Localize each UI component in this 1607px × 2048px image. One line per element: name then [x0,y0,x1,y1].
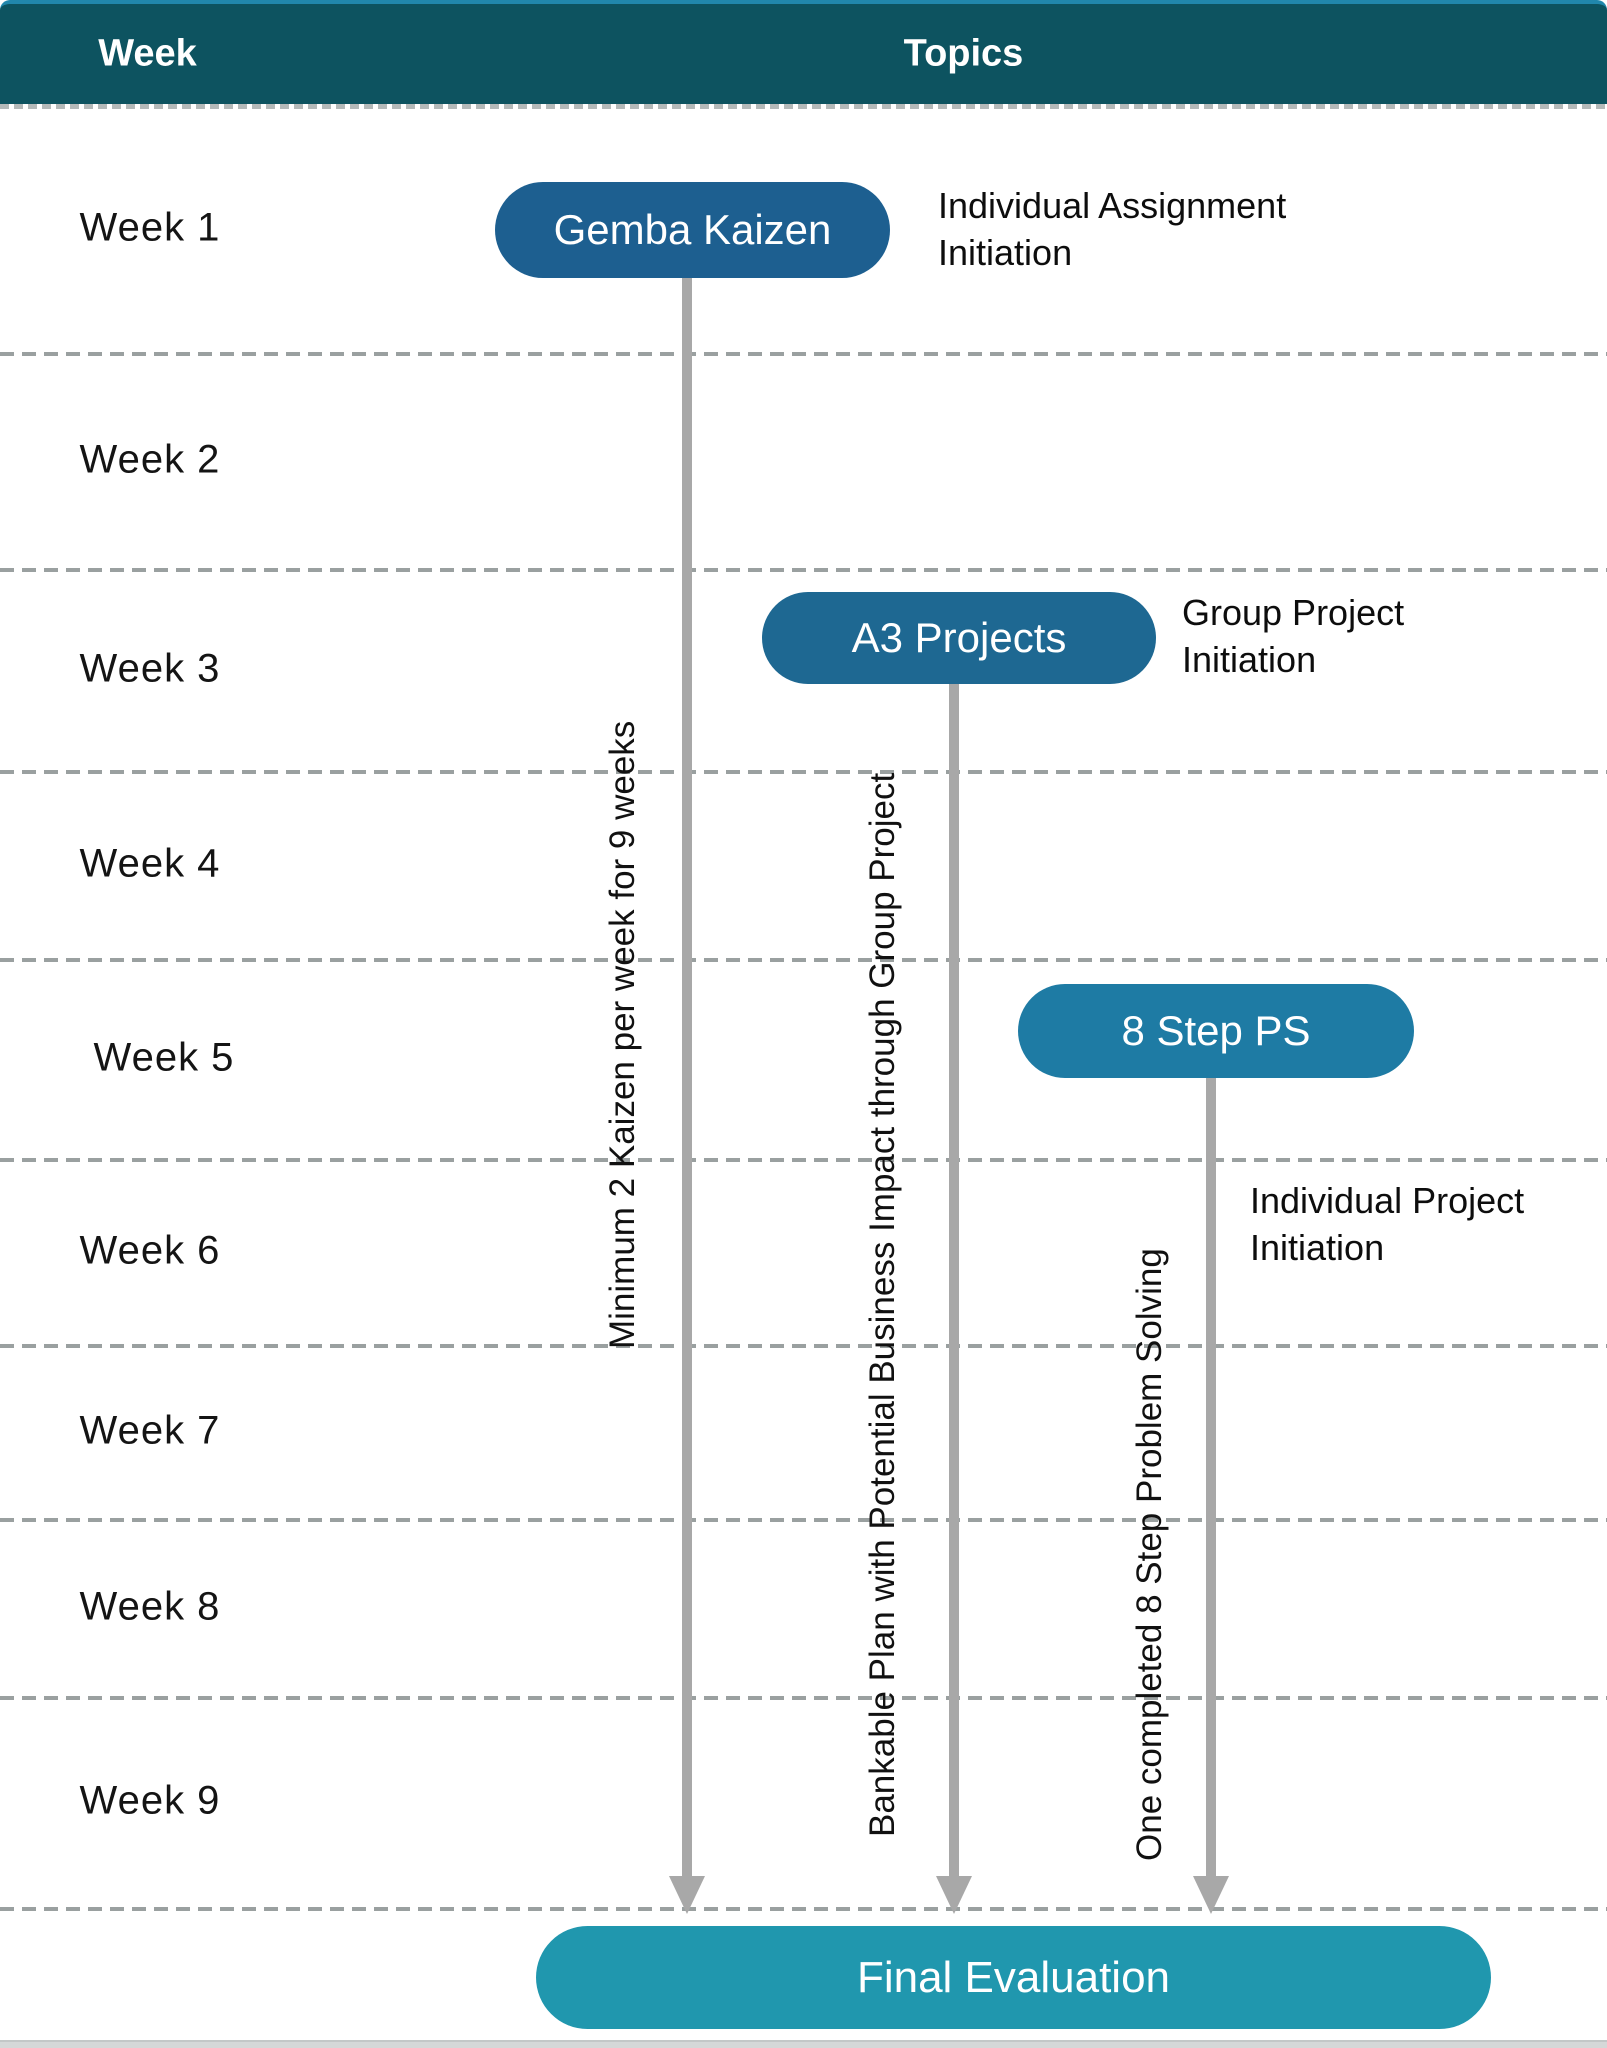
week-row-label: Week 3 [79,646,221,691]
week-row-label: Week 1 [79,205,221,250]
gemba-kaizen-duration-arrow [669,278,705,1914]
row-separator [0,1696,1607,1700]
8-step-ps-duration-arrow [1193,1078,1229,1914]
row-separator [0,1907,1607,1911]
row-separator [0,770,1607,774]
timeline-header: Week Topics [0,0,1607,104]
initiation-note-individual-assignment: Individual Assignment Initiation [938,185,1287,273]
week-row-label: Week 4 [79,841,221,886]
week-row-label: Week 5 [93,1035,235,1080]
week-row-label: Week 6 [79,1228,221,1273]
row-separator [0,1518,1607,1522]
row-separator [0,352,1607,356]
header-topics-column-label: Topics [903,32,1024,75]
topic-pill-8-step-ps: 8 Step PS [1018,984,1414,1078]
initiation-note-individual-project: Individual Project Initiation [1250,1180,1525,1268]
final-evaluation-pill: Final Evaluation [536,1926,1491,2029]
bottom-bar [0,2040,1607,2048]
deliverable-note-8-step-ps: One completed 8 Step Problem Solving [1130,1248,1169,1862]
header-week-column-label: Week [98,32,197,75]
week-row-label: Week 8 [79,1584,221,1629]
deliverable-note-a3-projects: Bankable Plan with Potential Business Im… [863,772,902,1837]
down-arrow-icon [1193,1876,1229,1914]
topic-pill-label: 8 Step PS [1121,1007,1311,1054]
row-separator [0,568,1607,572]
row-separator [0,958,1607,962]
a3-projects-duration-arrow [936,684,972,1914]
down-arrow-icon [669,1876,705,1914]
final-evaluation-label: Final Evaluation [856,1952,1171,2002]
week-row-label: Week 2 [79,437,221,482]
row-separator [0,1344,1607,1348]
initiation-note-group-project: Group Project Initiation [1182,592,1405,680]
header-separator [0,104,1607,109]
topic-pill-label: Gemba Kaizen [553,206,832,253]
topic-pill-label: A3 Projects [851,614,1067,661]
week-row-label: Week 7 [79,1408,221,1453]
topic-pill-a3-projects: A3 Projects [762,592,1156,684]
down-arrow-icon [936,1876,972,1914]
deliverable-note-gemba-kaizen: Minimum 2 Kaizen per week for 9 weeks [603,720,642,1350]
row-separator [0,1158,1607,1162]
week-row-label: Week 9 [79,1778,221,1823]
topic-pill-gemba-kaizen: Gemba Kaizen [495,182,890,278]
